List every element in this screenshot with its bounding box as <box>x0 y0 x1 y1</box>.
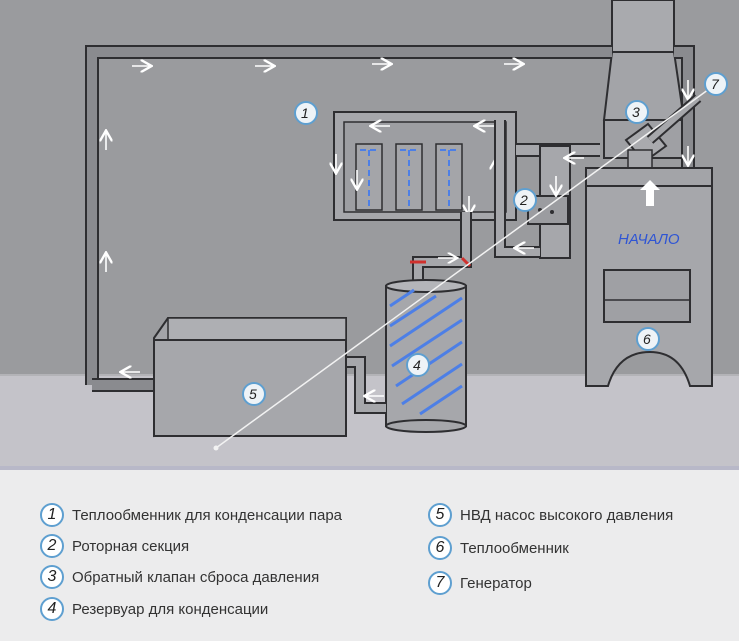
legend-number: 3 <box>40 565 64 589</box>
badge-3: 3 <box>625 100 649 124</box>
svg-text:6: 6 <box>643 331 651 347</box>
steam-system-diagram: НАЧАЛО 1 2 <box>0 0 739 470</box>
flow-arrows <box>106 64 688 372</box>
svg-text:3: 3 <box>632 104 640 120</box>
generator-pointer-line <box>215 83 717 449</box>
legend-text: Резервуар для конденсации <box>72 600 269 618</box>
legend-item-7: 7 Генератор <box>428 570 532 596</box>
legend-item-3: 3 Обратный клапан сброса давления <box>40 564 319 590</box>
legend-number: 1 <box>40 503 64 527</box>
legend-number: 7 <box>428 571 452 595</box>
legend-text: Обратный клапан сброса давления <box>72 568 320 586</box>
high-pressure-pump <box>153 317 347 438</box>
legend-item-6: 6 Теплообменник <box>428 535 569 561</box>
pipe-tank-to-pump <box>344 356 386 414</box>
svg-text:2: 2 <box>519 192 528 208</box>
legend-number: 2 <box>40 534 64 558</box>
legend-text: Теплообменник для конденсации пара <box>72 506 343 524</box>
svg-text:7: 7 <box>711 76 720 92</box>
svg-text:1: 1 <box>301 105 309 121</box>
badge-2: 2 <box>513 188 537 212</box>
legend-number: 6 <box>428 536 452 560</box>
badge-5: 5 <box>242 382 266 406</box>
legend-text: Роторная секция <box>72 537 190 555</box>
svg-text:5: 5 <box>249 386 257 402</box>
badge-4: 4 <box>406 353 430 377</box>
legend-number: 5 <box>428 503 452 527</box>
legend-text: Генератор <box>460 574 532 592</box>
legend-item-1: 1 Теплообменник для конденсации пара <box>40 502 342 528</box>
badge-6: 6 <box>636 327 660 351</box>
legend-item-2: 2 Роторная секция <box>40 533 189 559</box>
legend-text: НВД насос высокого давления <box>460 506 674 524</box>
svg-text:4: 4 <box>413 357 421 373</box>
pipe-to-tank <box>410 212 472 282</box>
condensation-heat-exchanger <box>334 111 517 221</box>
badge-1: 1 <box>294 101 318 125</box>
legend-item-5: 5 НВД насос высокого давления <box>428 502 673 528</box>
legend: 1 Теплообменник для конденсации пара 2 Р… <box>0 472 739 641</box>
badge-7: 7 <box>704 72 728 96</box>
legend-text: Теплообменник <box>460 539 569 557</box>
legend-item-4: 4 Резервуар для конденсации <box>40 596 268 622</box>
condensation-tank <box>385 279 467 433</box>
start-label: НАЧАЛО <box>618 231 680 248</box>
boiler: НАЧАЛО <box>585 167 713 387</box>
legend-number: 4 <box>40 597 64 621</box>
main-loop-pipe <box>85 45 695 392</box>
